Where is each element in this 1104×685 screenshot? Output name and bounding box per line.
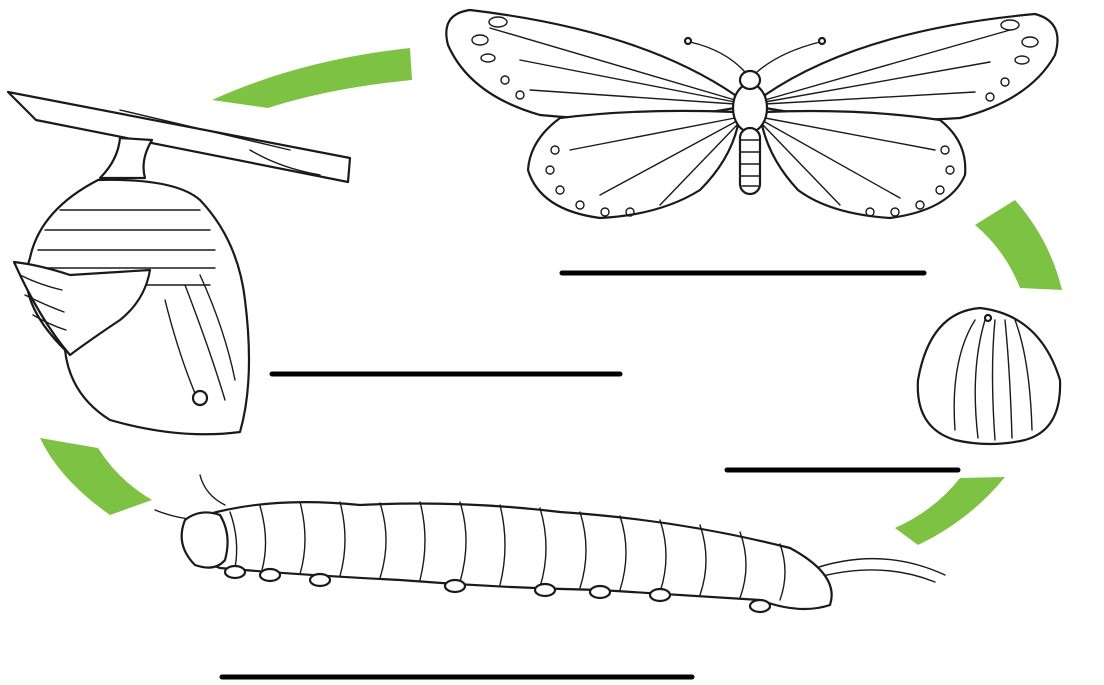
arrow-segment-top — [212, 48, 412, 108]
butterfly-icon — [446, 10, 1057, 218]
caterpillar-icon — [155, 475, 945, 612]
arrow-segment-right-lower — [895, 477, 1005, 545]
egg-icon — [918, 308, 1060, 444]
answer-blanks — [222, 273, 958, 677]
arrow-segment-left-lower — [40, 438, 152, 515]
arrow-segment-right-upper — [975, 200, 1062, 290]
chrysalis-icon — [8, 92, 350, 434]
